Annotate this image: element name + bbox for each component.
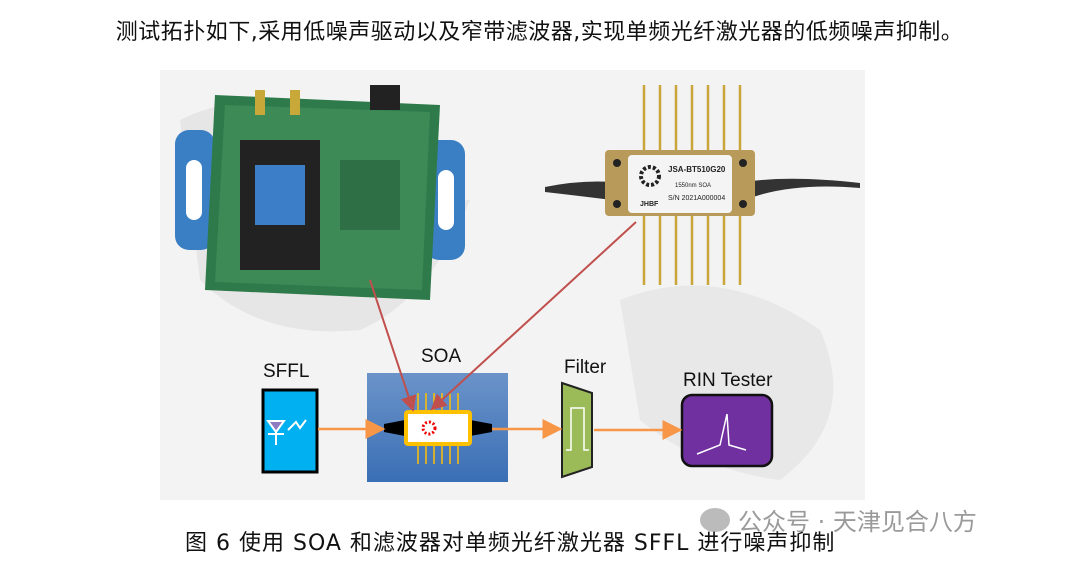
chip-desc: 1550nm SOA [675, 183, 711, 189]
soa-label: SOA [421, 346, 461, 367]
chip-serial: S/N 2021A000004 [668, 195, 725, 202]
chip-brand: JHBF [640, 201, 659, 208]
soa-module-photo: JHBF JSA-BT510G20 1550nm SOA S/N 2021A00… [545, 85, 860, 285]
spectrum-peak-icon [696, 413, 747, 455]
wechat-icon [700, 507, 730, 532]
sffl-label: SFFL [263, 361, 309, 382]
driver-board-photo [175, 85, 465, 300]
soa-chip-icon [404, 410, 472, 446]
pointer-line [430, 221, 637, 411]
laser-diode-icon [266, 419, 307, 445]
filter-label: Filter [564, 357, 607, 378]
sffl-box [261, 388, 319, 474]
chip-model: JSA-BT510G20 [668, 165, 726, 174]
pointer-line [369, 279, 417, 412]
rin-tester-box [680, 393, 774, 468]
rin-tester-label: RIN Tester [683, 370, 773, 391]
watermark: 公众号 · 天津见合八方 [700, 502, 977, 537]
figure-caption: 图 6 使用 SOA 和滤波器对单频光纤激光器 SFFL 进行噪声抑制 [185, 531, 836, 556]
heading: 测试拓扑如下,采用低噪声驱动以及窄带滤波器,实现单频光纤激光器的低频噪声抑制。 [115, 20, 964, 45]
filter-shape [561, 381, 593, 479]
watermark-text: 公众号 · 天津见合八方 [738, 508, 977, 536]
